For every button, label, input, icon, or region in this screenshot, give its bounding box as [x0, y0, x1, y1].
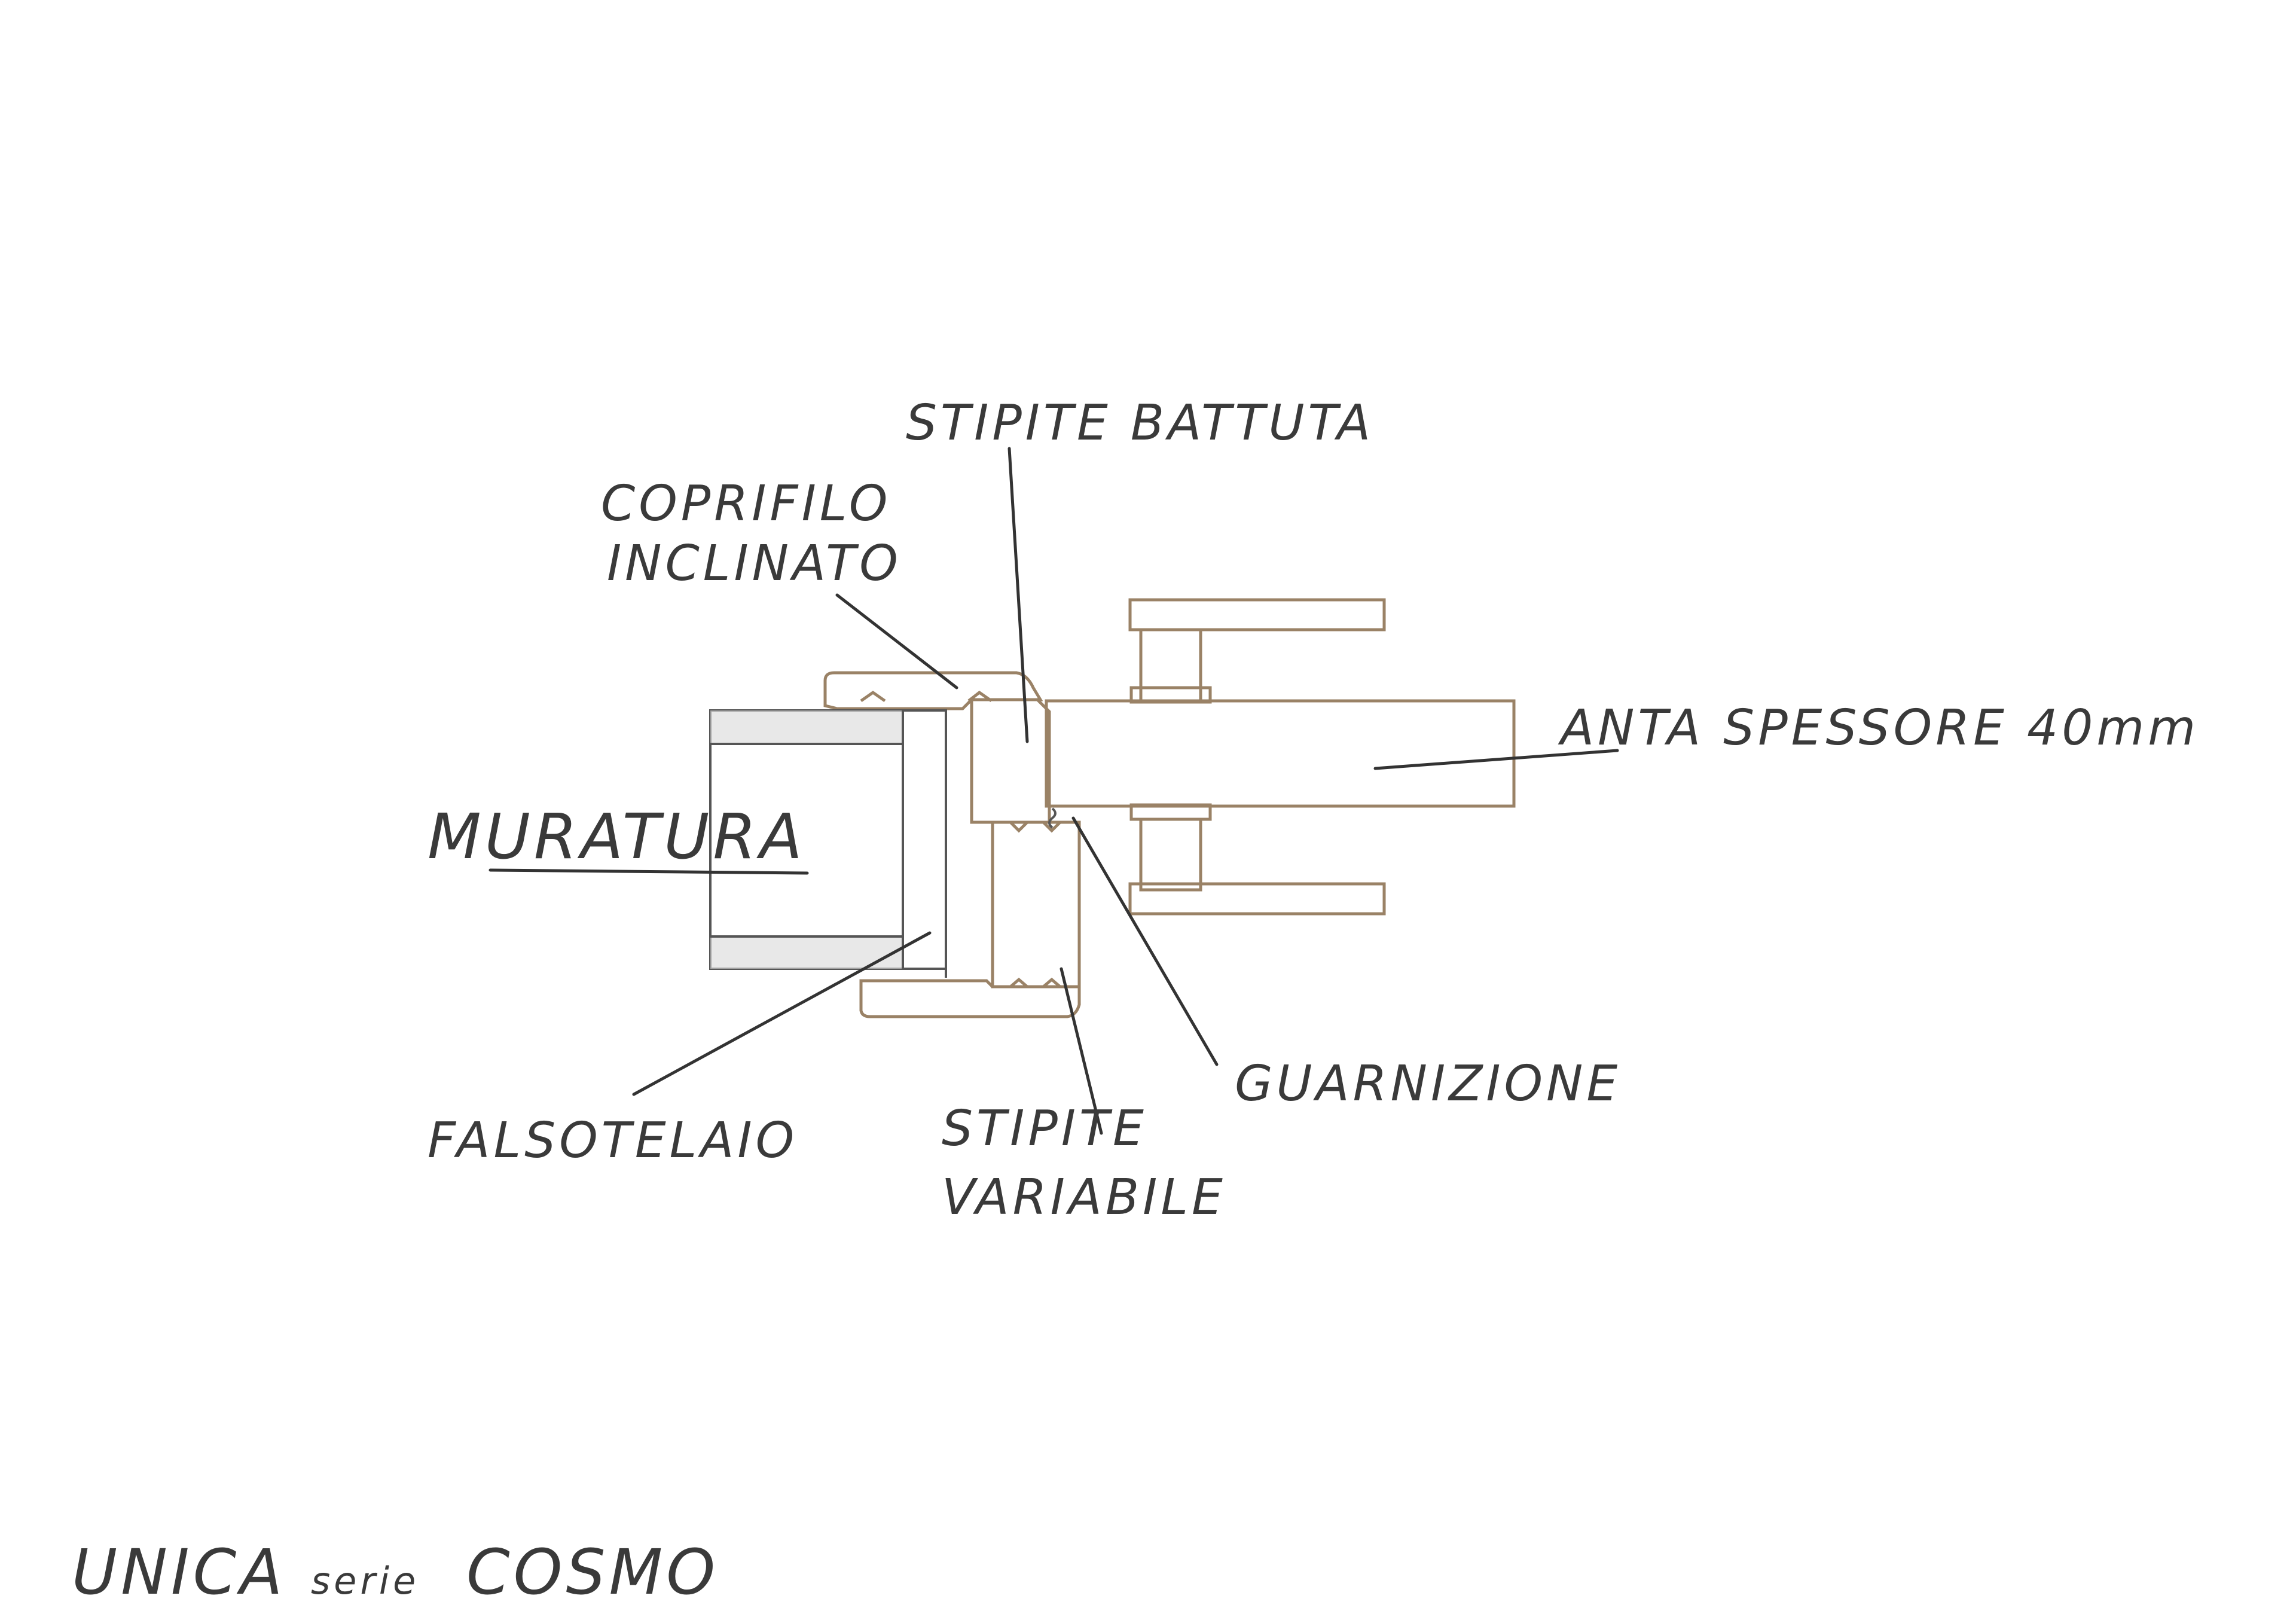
label-coprifilo-line2: INCLINATO — [607, 535, 902, 592]
footer-series-word: serie — [311, 1559, 419, 1603]
leader-stipite-variabile — [1060, 967, 1103, 1135]
footer-brand: UNICA — [72, 1536, 286, 1609]
leader-falsotelaio — [632, 931, 932, 1096]
leader-anta — [1373, 749, 1619, 770]
label-anta: ANTA SPESSORE 40mm — [1558, 700, 2199, 756]
leader-coprifilo — [835, 593, 958, 690]
label-stipite-battuta: STIPITE BATTUTA — [906, 395, 1374, 451]
footer-caption: UNICA serie COSMO — [72, 1536, 719, 1609]
jamb-frame — [823, 671, 1081, 1018]
door-leaf — [1045, 699, 1516, 808]
label-coprifilo-line1: COPRIFILO — [601, 475, 891, 532]
leader-guarnizione — [1071, 816, 1219, 1066]
label-stipite-variabile-line1: STIPITE — [942, 1100, 1147, 1157]
leader-stipite-battuta — [1007, 447, 1029, 743]
subframe — [902, 709, 947, 978]
label-muratura: MURATURA — [428, 800, 806, 873]
label-falsotelaio: FALSOTELAIO — [428, 1112, 798, 1169]
label-guarnizione: GUARNIZIONE — [1235, 1055, 1621, 1112]
label-stipite-variabile-line2: VARIABILE — [942, 1169, 1226, 1226]
leader-muratura — [488, 868, 809, 875]
footer-series-name: COSMO — [466, 1536, 719, 1609]
door-handle — [1128, 598, 1386, 916]
masonry-wall — [709, 709, 904, 970]
